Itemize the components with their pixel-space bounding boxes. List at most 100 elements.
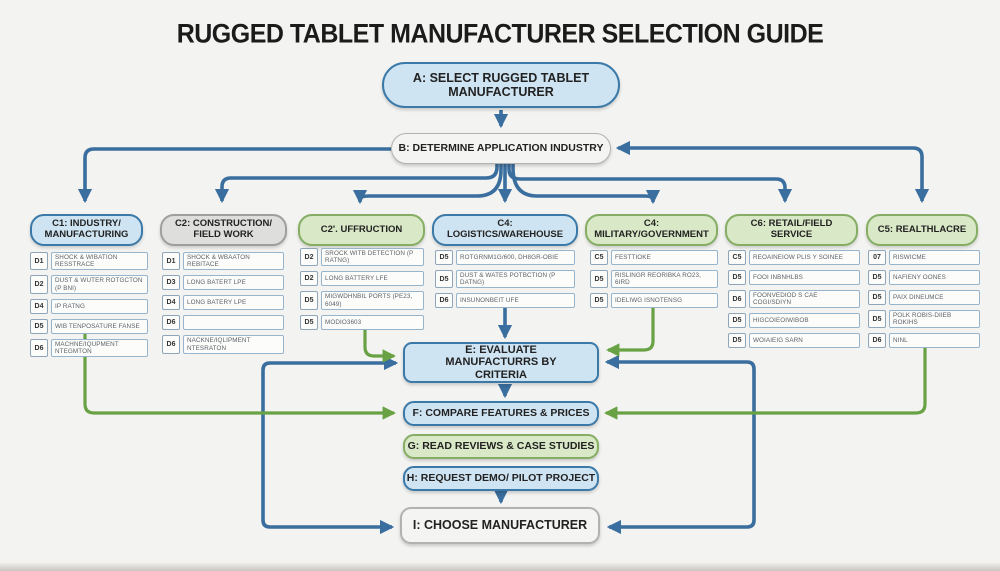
category-logistics-warehouse[interactable]: C4: LOGISTICS/WAREHOUSE [432, 214, 578, 246]
criteria-code: D5 [590, 293, 608, 309]
criteria-text: RISWICME [889, 250, 980, 265]
connector-right-to-i [606, 450, 756, 535]
criteria-text: FESTTIOKE [611, 250, 718, 265]
criteria-code: D6 [30, 338, 48, 358]
criteria-text: SHOCK & WBAATON REBITACE [183, 252, 284, 271]
criteria-text: ROTGRNM1G/600, DH8GR-OBIE [456, 250, 575, 265]
criteria-code: D5 [728, 333, 746, 349]
node-compare-features[interactable]: F: COMPARE FEATURES & PRICES [403, 401, 599, 426]
criteria-code: D6 [162, 335, 180, 354]
criteria-code: D2 [300, 248, 318, 267]
criteria-code: D5 [590, 270, 608, 289]
node-select-manufacturer[interactable]: A: SELECT RUGGED TABLET MANUFACTURER [382, 62, 620, 108]
category-uffruction[interactable]: C2'. UFFRUCTION [298, 214, 425, 246]
category-retail-field-service[interactable]: C6: RETAIL/FIELD SERVICE [725, 214, 858, 246]
criteria-code: D6 [868, 333, 886, 349]
criteria-code: D4 [30, 298, 48, 314]
connector-left-to-i [261, 450, 395, 535]
criteria-code: D4 [162, 295, 180, 311]
criteria-code: D5 [868, 310, 886, 329]
criteria-code: D5 [30, 318, 48, 334]
node-choose-manufacturer[interactable]: I: CHOOSE MANUFACTURER [400, 507, 600, 544]
criteria-code: D5 [300, 314, 318, 330]
criteria-code: D5 [300, 291, 318, 310]
criteria-text: DUST & WUTER ROTGCTON (P BNI) [51, 275, 148, 294]
criteria-text: NINL [889, 333, 980, 349]
criteria-text: DUST & WATES POTBCTION (P DATNG) [456, 270, 575, 289]
category-construction-fieldwork[interactable]: C2: CONSTRUCTION/ FIELD WORK [160, 214, 287, 246]
criteria-code: D3 [162, 275, 180, 291]
criteria-text: IP RATNG [51, 298, 148, 314]
criteria-text: POLK ROBIS-DIIEB ROKIHS [889, 310, 980, 329]
criteria-text: MODIO3603 [321, 314, 424, 330]
criteria-text: LONG BATERY LPE [183, 295, 284, 311]
criteria-code: D5 [435, 250, 453, 265]
connector-c3col-to-e [363, 325, 397, 363]
criteria-code: D6 [162, 315, 180, 331]
criteria-text: HIGCOIEOIWIBOB [749, 313, 860, 329]
page-title: RUGGED TABLET MANUFACTURER SELECTION GUI… [176, 18, 824, 50]
connector-b-to-c2 [214, 164, 499, 204]
criteria-text: FOOI INBNHLBS [749, 270, 860, 285]
criteria-text: NAFIENY OONES [889, 270, 980, 285]
criteria-code: D5 [868, 290, 886, 305]
node-determine-industry[interactable]: B: DETERMINE APPLICATION INDUSTRY [391, 133, 611, 164]
criteria-text: PAIX DINEUMCE [889, 290, 980, 305]
connector-b-to-c1 [77, 147, 391, 204]
node-read-reviews[interactable]: G: READ REVIEWS & CASE STUDIES [403, 434, 599, 459]
criteria-code: D2 [300, 271, 318, 287]
category-healthcare[interactable]: C5: REALTHLACRE [866, 214, 978, 246]
connector-b-to-c3 [352, 164, 503, 205]
connector-c1col-to-f [83, 334, 397, 420]
criteria-code: D5 [868, 270, 886, 285]
category-industry-manufacturing[interactable]: C1: INDUSTRY/ MANUFACTURING [30, 214, 143, 246]
criteria-text: LONG BATERT LPE [183, 275, 284, 291]
criteria-text: IDELIWG ISNOTENSG [611, 293, 718, 309]
criteria-code: D1 [162, 252, 180, 271]
node-request-demo[interactable]: H: REQUEST DEMO/ PILOT PROJECT [403, 466, 599, 491]
criteria-row[interactable]: D6 [162, 315, 284, 331]
criteria-text: SROCK WITB DETECTION (P RATNG) [321, 248, 424, 267]
category-military-government[interactable]: C4: MILITARY/GOVERNMENT [585, 214, 718, 246]
criteria-code: D6 [728, 290, 746, 309]
node-evaluate-criteria[interactable]: E: EVALUATE MANUFACTURRS BY CRITERIA [403, 342, 599, 383]
criteria-text [183, 315, 284, 331]
criteria-text: NACKNE/IQLIPMENT NTESRATON [183, 335, 284, 354]
